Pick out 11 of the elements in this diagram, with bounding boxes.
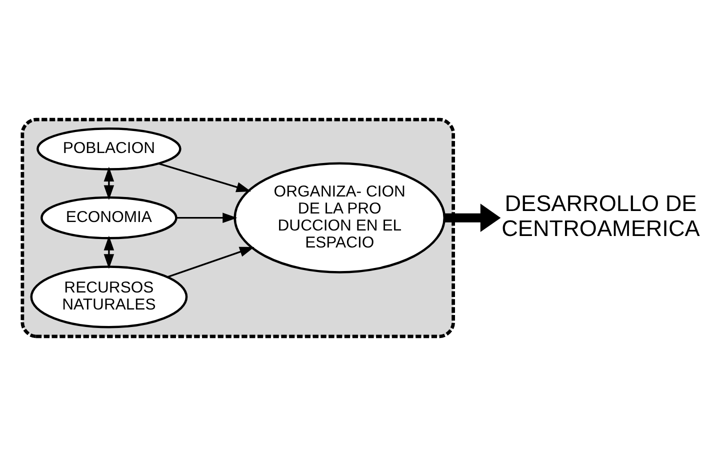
arrow bbox=[167, 246, 254, 278]
arrow bbox=[104, 166, 114, 200]
arrow bbox=[444, 203, 501, 232]
arrow bbox=[158, 162, 252, 192]
arrow bbox=[104, 235, 114, 268]
arrow bbox=[176, 212, 238, 222]
node-text: DESARROLLO DE CENTROAMERICA bbox=[502, 190, 700, 240]
node-ellipse: RECURSOS NATURALES bbox=[30, 265, 188, 328]
cluster bbox=[20, 117, 455, 338]
node-ellipse: ECONOMIA bbox=[40, 196, 178, 239]
node-ellipse: POBLACION bbox=[36, 126, 182, 170]
